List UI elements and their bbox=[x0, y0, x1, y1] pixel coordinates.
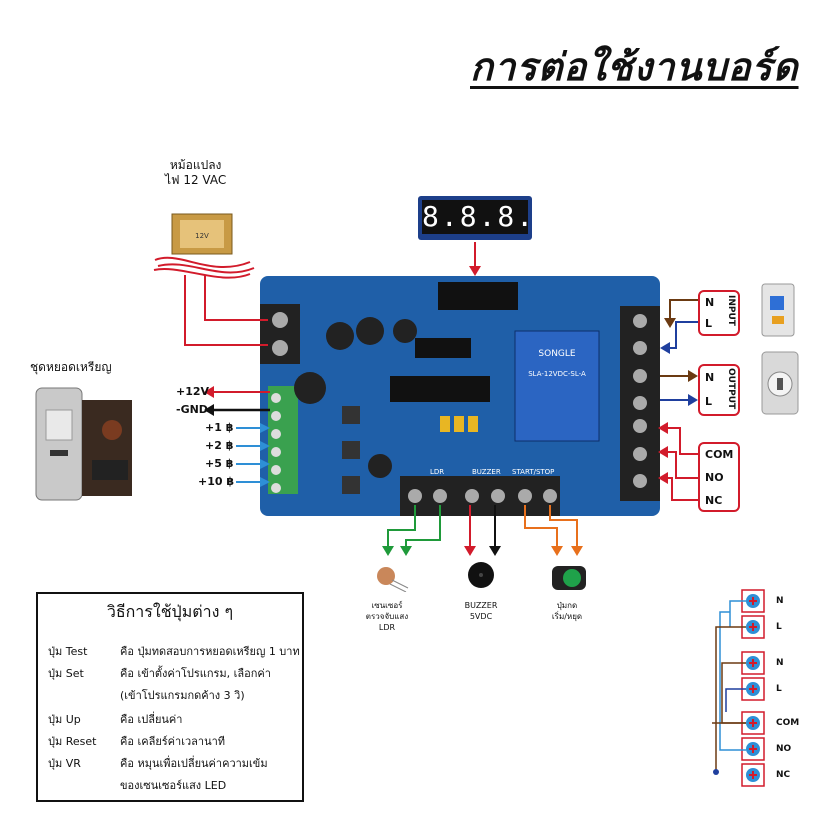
pin-label-12v: +12V bbox=[176, 385, 210, 398]
input-box: N L INPUT bbox=[698, 290, 740, 336]
output-pin-n: N bbox=[705, 371, 715, 384]
coin-acceptor-label: ชุดหยอดเหรียญ bbox=[30, 360, 112, 374]
relay-schematic bbox=[690, 582, 830, 796]
instr-button-up: ปุ่ม Up bbox=[48, 713, 81, 726]
instr-button-set: ปุ่ม Set bbox=[48, 667, 84, 680]
instr-desc-reset: คือ เคลียร์ค่าเวลานาที bbox=[120, 735, 226, 748]
schematic-label-n2: N bbox=[776, 658, 784, 668]
instr-desc-up: คือ เปลี่ยนค่า bbox=[120, 713, 183, 726]
instructions-box: วิธีการใช้ปุ่มต่าง ๆ ปุ่ม Test คือ ปุ่มท… bbox=[36, 592, 304, 802]
pin-label-gnd: -GND bbox=[176, 403, 208, 416]
pin-label-2baht: +2 ฿ bbox=[205, 439, 234, 452]
instr-desc-set-note: (เข้าโปรแกรมกดค้าง 3 วิ) bbox=[120, 689, 245, 702]
pushbutton-caption: ปุ่มกด เริ่ม/หยุด bbox=[532, 600, 602, 622]
circuit-breaker-image bbox=[760, 282, 796, 338]
transformer-label: หม้อแปลง ไฟ 12 VAC bbox=[165, 158, 226, 188]
input-title: INPUT bbox=[726, 295, 736, 326]
ldr-caption-line2: ตรวจจับแสง bbox=[365, 612, 409, 621]
instr-desc-test: คือ ปุ่มทดสอบการหยอดเหรียญ 1 บาท bbox=[120, 645, 300, 658]
schematic-label-no: NO bbox=[776, 744, 792, 754]
seven-segment-display: 8.8.8.8 bbox=[418, 196, 552, 240]
relay-brand: SONGLE bbox=[538, 349, 576, 359]
schematic-label-nc: NC bbox=[776, 770, 791, 780]
pushbutton-image bbox=[548, 560, 592, 594]
transformer-image: 12V bbox=[150, 200, 260, 285]
pin-label-5baht: +5 ฿ bbox=[205, 457, 234, 470]
schematic-label-n1: N bbox=[776, 596, 784, 606]
schematic-label-l1: L bbox=[776, 622, 782, 632]
ldr-silk: LDR bbox=[430, 468, 444, 476]
relay-pin-no: NO bbox=[705, 471, 724, 484]
ldr-caption-line1: เซนเซอร์ bbox=[371, 601, 403, 610]
pushbutton-caption-line2: เริ่ม/หยุด bbox=[551, 612, 583, 621]
controller-board: SONGLE SLA-12VDC-SL-A LDR BUZZER START/S… bbox=[260, 276, 660, 516]
relay-pin-com: COM bbox=[705, 448, 734, 461]
output-box: N L OUTPUT bbox=[698, 364, 740, 416]
transformer-tag: 12V bbox=[195, 232, 209, 240]
coin-acceptor-image bbox=[32, 380, 140, 508]
pin-label-1baht: +1 ฿ bbox=[205, 421, 234, 434]
transformer-label-line1: หม้อแปลง bbox=[169, 158, 222, 172]
instr-desc-vr: คือ หมุนเพื่อเปลี่ยนค่าความเข้ม bbox=[120, 757, 268, 770]
page-title: การต่อใช้งานบอร์ด bbox=[470, 45, 799, 89]
instr-button-vr: ปุ่ม VR bbox=[48, 757, 81, 770]
instr-desc-set: คือ เข้าตั้งค่าโปรแกรม, เลือกค่า bbox=[120, 667, 271, 680]
ldr-caption-line3: LDR bbox=[378, 623, 396, 632]
relay-contacts-box: COM NO NC bbox=[698, 442, 740, 512]
instructions-title: วิธีการใช้ปุ่มต่าง ๆ bbox=[106, 602, 234, 621]
schematic-label-l2: L bbox=[776, 684, 782, 694]
power-outlet-image bbox=[760, 350, 800, 416]
ldr-sensor-image bbox=[372, 562, 412, 593]
buzzer-caption-line2: 5VDC bbox=[469, 612, 493, 621]
buzzer-caption-line1: BUZZER bbox=[464, 601, 498, 610]
pin-label-10baht: +10 ฿ bbox=[198, 475, 235, 488]
schematic-label-com: COM bbox=[776, 718, 800, 728]
instr-desc-vr-note: ของเซนเซอร์แสง LED bbox=[120, 779, 227, 792]
buzzer-caption: BUZZER 5VDC bbox=[446, 600, 516, 622]
instr-button-test: ปุ่ม Test bbox=[48, 645, 88, 658]
input-pin-n: N bbox=[705, 296, 715, 309]
buzzer-image bbox=[466, 560, 496, 592]
buzzer-silk: BUZZER bbox=[472, 468, 501, 476]
input-pin-l: L bbox=[705, 317, 713, 330]
relay-model: SLA-12VDC-SL-A bbox=[528, 370, 586, 378]
transformer-label-line2: ไฟ 12 VAC bbox=[165, 173, 227, 187]
output-title: OUTPUT bbox=[726, 368, 736, 410]
instr-button-reset: ปุ่ม Reset bbox=[48, 735, 97, 748]
relay-pin-nc: NC bbox=[705, 494, 723, 507]
start-silk: START/STOP bbox=[512, 468, 554, 476]
ldr-caption: เซนเซอร์ ตรวจจับแสง LDR bbox=[352, 600, 422, 633]
output-pin-l: L bbox=[705, 395, 713, 408]
pushbutton-caption-line1: ปุ่มกด bbox=[556, 601, 578, 610]
